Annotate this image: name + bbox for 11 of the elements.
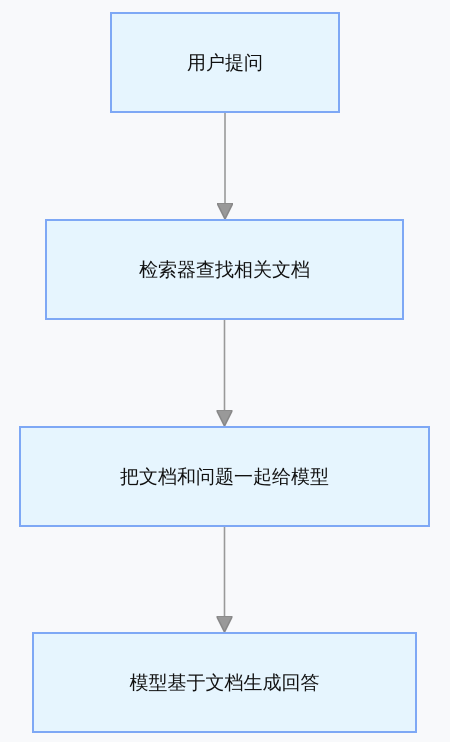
process-box bbox=[32, 632, 417, 733]
arrow bbox=[216, 527, 234, 633]
arrow bbox=[216, 113, 234, 220]
box-label: 模型基于文档生成回答 bbox=[130, 670, 320, 696]
arrow bbox=[216, 320, 234, 427]
process-box bbox=[45, 219, 404, 320]
process-box bbox=[19, 426, 430, 527]
process-box bbox=[110, 12, 340, 113]
box-label: 检索器查找相关文档 bbox=[139, 258, 310, 282]
box-label: 把文档和问题一起给模型 bbox=[120, 464, 329, 490]
box-label: 用户提问 bbox=[187, 50, 263, 76]
